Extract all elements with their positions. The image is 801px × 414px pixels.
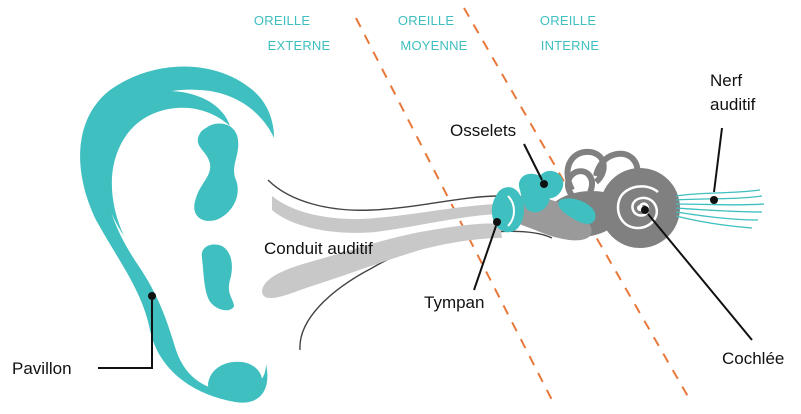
- nerf-shape: [676, 190, 764, 228]
- section-inner: OREILLE INTERNE: [540, 13, 600, 53]
- label-pavillon: Pavillon: [12, 359, 72, 378]
- label-tympan: Tympan: [424, 293, 484, 312]
- pavillon-shape: [80, 66, 274, 402]
- section-external: OREILLE EXTERNE: [254, 13, 331, 53]
- label-cochlee: Cochlée: [722, 349, 784, 368]
- section-middle: OREILLE MOYENNE: [398, 13, 468, 53]
- label-conduit: Conduit auditif: [264, 239, 373, 258]
- label-nerf: Nerf auditif: [710, 71, 756, 114]
- label-osselets: Osselets: [450, 121, 516, 140]
